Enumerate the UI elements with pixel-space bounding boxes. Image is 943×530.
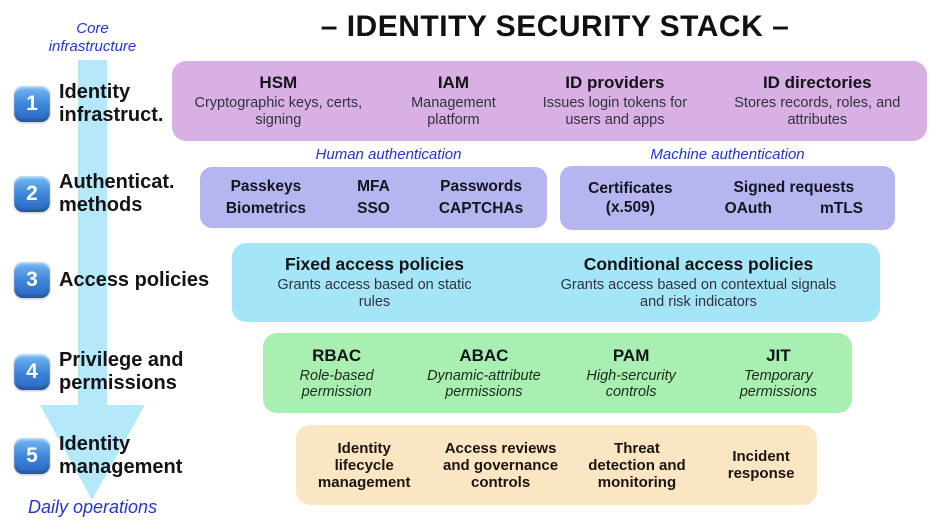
step-5-label-line1: Identity (59, 433, 131, 455)
mgmt-item-access-reviews-text: Access reviews and governance controls (443, 439, 559, 491)
step-4-label-line1: Privilege and (59, 349, 184, 371)
machine-auth-bottom-row: OAuth mTLS (701, 200, 887, 218)
step-4-label: Privilege and permissions (59, 349, 184, 395)
infra-item-hsm-desc: Cryptographic keys, certs, signing (194, 95, 363, 128)
step-4-number-badge: 4 (14, 354, 50, 390)
priv-item-pam: PAM High-sercurity controls (558, 346, 705, 401)
priv-item-rbac-title: RBAC (312, 345, 362, 365)
mgmt-item-incident-response-text: Incident response (727, 448, 795, 482)
mgmt-item-incident-response: Incident response (705, 448, 817, 482)
step-5-label: Identity management (59, 433, 182, 479)
step-1-label-line1: Identity (59, 81, 131, 103)
machine-auth-right: Signed requests OAuth mTLS (701, 179, 895, 218)
step-3-label: Access policies (59, 269, 209, 292)
step-1-label: Identity infrastruct. (59, 81, 163, 127)
access-item-fixed-desc: Grants access based on static rules (277, 277, 472, 310)
priv-item-abac-desc: Dynamic-attribute permissions (427, 367, 541, 401)
auth-item-passkeys: Passkeys (230, 177, 302, 195)
human-authentication-box: Passkeys MFA Passwords Biometrics SSO CA… (200, 167, 547, 228)
auth-item-mfa: MFA (357, 177, 390, 195)
infra-item-id-providers: ID providers Issues login tokens for use… (522, 73, 707, 129)
priv-item-rbac-desc: Role-based permission (299, 367, 374, 401)
infra-item-id-providers-desc: Issues login tokens for users and apps (542, 95, 688, 128)
timeline-top-label-line2: infrastructure (48, 38, 137, 55)
priv-item-abac-title: ABAC (459, 345, 509, 365)
infra-item-id-directories-desc: Stores records, roles, and attributes (734, 95, 901, 128)
access-item-conditional-title: Conditional access policies (583, 254, 814, 274)
infra-item-iam-desc: Management platform (411, 95, 496, 128)
access-policies-band: Fixed access policies Grants access base… (232, 243, 880, 322)
machine-authentication-box: Certificates (x.509) Signed requests OAu… (560, 166, 895, 230)
infra-item-id-directories-title: ID directories (762, 73, 872, 92)
infra-item-id-directories: ID directories Stores records, roles, an… (708, 73, 927, 129)
privilege-band: RBAC Role-based permission ABAC Dynamic-… (263, 333, 852, 413)
auth-item-sso: SSO (357, 199, 390, 217)
mgmt-item-lifecycle-text: Identity lifecycle management (317, 439, 411, 491)
step-4: 4 Privilege and permissions (14, 349, 184, 395)
step-1: 1 Identity infrastruct. (14, 81, 163, 127)
access-item-conditional: Conditional access policies Grants acces… (517, 254, 880, 311)
auth-item-biometrics: Biometrics (225, 199, 306, 217)
auth-item-captchas: CAPTCHAs (438, 199, 524, 217)
step-2: 2 Authenticat. methods (14, 171, 175, 217)
infra-item-hsm-title: HSM (259, 73, 298, 92)
auth-item-signed-requests: Signed requests (733, 178, 855, 196)
auth-item-mtls: mTLS (819, 199, 864, 217)
step-2-label-line1: Authenticat. (59, 171, 175, 193)
priv-item-jit-desc: Temporary permissions (739, 367, 818, 401)
step-2-label: Authenticat. methods (59, 171, 175, 217)
auth-item-certificates-sub: (x.509) (605, 199, 655, 216)
priv-item-jit-title: JIT (766, 345, 791, 365)
priv-item-abac: ABAC Dynamic-attribute permissions (410, 346, 557, 401)
step-3: 3 Access policies (14, 262, 209, 298)
infrastructure-band: HSM Cryptographic keys, certs, signing I… (172, 61, 927, 141)
step-5: 5 Identity management (14, 433, 182, 479)
infra-item-hsm: HSM Cryptographic keys, certs, signing (172, 73, 385, 129)
timeline-top-label-line1: Core (76, 20, 109, 37)
infra-item-id-providers-title: ID providers (565, 73, 665, 92)
page-title: – IDENTITY SECURITY STACK – (320, 10, 790, 43)
step-4-label-line2: permissions (59, 372, 177, 394)
step-2-number-badge: 2 (14, 176, 50, 212)
infra-item-iam-title: IAM (437, 73, 469, 92)
access-item-fixed: Fixed access policies Grants access base… (232, 254, 517, 311)
mgmt-item-threat-detection-text: Threat detection and monitoring (588, 439, 686, 491)
auth-item-passwords: Passwords (440, 177, 522, 195)
step-5-number-badge: 5 (14, 438, 50, 474)
priv-item-rbac: RBAC Role-based permission (263, 346, 410, 401)
priv-item-pam-title: PAM (612, 345, 650, 365)
step-2-label-line2: methods (59, 194, 143, 216)
step-1-number-badge: 1 (14, 86, 50, 122)
machine-authentication-label: Machine authentication (650, 146, 805, 163)
management-band: Identity lifecycle management Access rev… (296, 425, 817, 505)
timeline-bottom-label: Daily operations (28, 497, 158, 517)
step-5-label-line2: management (59, 456, 183, 478)
auth-item-oauth: OAuth (724, 199, 773, 217)
infra-item-iam: IAM Management platform (385, 73, 523, 129)
priv-item-jit: JIT Temporary permissions (705, 346, 852, 401)
mgmt-item-lifecycle: Identity lifecycle management (296, 440, 432, 491)
access-item-conditional-desc: Grants access based on contextual signal… (560, 277, 837, 310)
step-3-number-badge: 3 (14, 262, 50, 298)
human-authentication-label: Human authentication (315, 146, 462, 163)
step-3-label-line1: Access policies (59, 268, 210, 291)
access-item-fixed-title: Fixed access policies (284, 254, 464, 274)
mgmt-item-threat-detection: Threat detection and monitoring (569, 440, 705, 491)
timeline-top-label: Core infrastructure (30, 20, 155, 56)
priv-item-pam-desc: High-sercurity controls (586, 367, 676, 401)
auth-item-certificates: Certificates (x.509) (560, 179, 701, 217)
mgmt-item-access-reviews: Access reviews and governance controls (432, 440, 568, 491)
auth-item-certificates-title: Certificates (588, 180, 673, 197)
step-1-label-line2: infrastruct. (59, 104, 164, 126)
